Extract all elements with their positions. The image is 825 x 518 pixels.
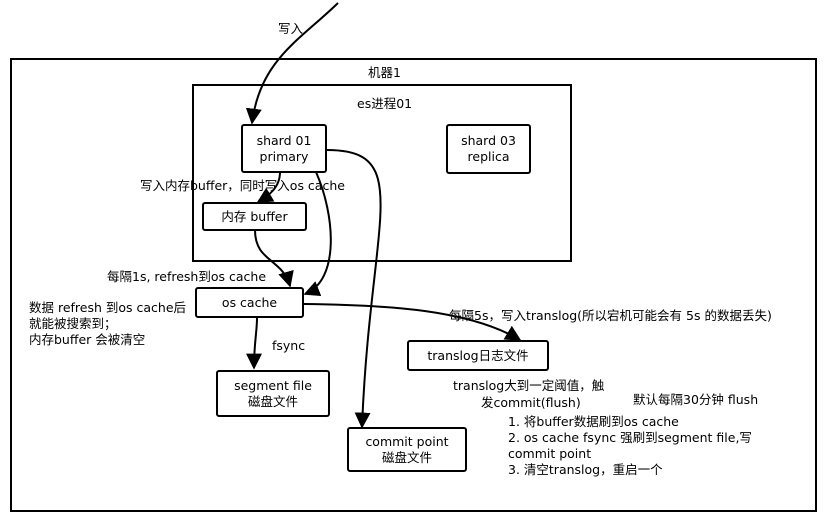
translog-threshold-line2: 发commit(flush) <box>481 395 581 410</box>
refresh-note-line3: 内存buffer 会被清空 <box>29 332 146 347</box>
write-in-arrow <box>245 2 339 125</box>
shard-to-buffer-arrow <box>256 171 281 203</box>
shard03-box: shard 03 replica <box>446 124 531 174</box>
shard-to-commit-arrow <box>326 149 382 429</box>
shard01-line2: primary <box>259 148 309 164</box>
process-label: es进程01 <box>357 96 413 111</box>
segment-line1: segment file <box>234 377 312 393</box>
shard03-line1: shard 03 <box>461 133 516 148</box>
oscache-label: os cache <box>221 294 278 310</box>
refresh-note-line1: 数据 refresh 到os cache后 <box>29 300 187 315</box>
commit-box: commit point 磁盘文件 <box>347 427 467 472</box>
shard01-box: shard 01 primary <box>241 124 327 173</box>
es-process-frame <box>192 84 572 262</box>
flush-30min-label: 默认每隔30分钟 flush <box>633 392 759 407</box>
shard01-line1: shard 01 <box>256 132 312 148</box>
commit-step-1: 1. 将buffer数据刷到os cache <box>508 414 679 429</box>
translog-5s-label: 每隔5s，写入translog(所以宕机可能会有 5s 的数据丢失) <box>449 308 772 323</box>
refresh-1s-label: 每隔1s, refresh到os cache <box>107 269 267 284</box>
commit-step-2-cont: commit point <box>508 446 592 461</box>
write-buffer-label: 写入内存buffer，同时写入os cache <box>140 178 345 193</box>
commit-step-2: 2. os cache fsync 强刷到segment file,写 <box>508 430 752 445</box>
commit-line1: commit point <box>365 433 449 449</box>
write-in-label: 写入 <box>278 21 304 36</box>
buffer-box: 内存 buffer <box>202 202 307 231</box>
oscache-to-segment-arrow <box>246 317 263 370</box>
commit-step-3: 3. 清空translog，重启一个 <box>508 462 663 477</box>
shard-to-oscache-arrow <box>303 171 332 297</box>
segment-box: segment file 磁盘文件 <box>216 370 330 417</box>
oscache-box: os cache <box>195 287 304 318</box>
buffer-label: 内存 buffer <box>221 208 288 224</box>
translog-threshold-line1: translog大到一定阈值，触 <box>453 378 605 393</box>
buffer-to-oscache-arrow <box>254 229 294 288</box>
segment-line2: 磁盘文件 <box>247 393 298 409</box>
fsync-label: fsync <box>272 338 306 353</box>
oscache-to-translog-arrow <box>303 303 522 341</box>
translog-label: translog日志文件 <box>427 347 529 363</box>
shard03-line2: replica <box>467 149 510 164</box>
commit-line2: 磁盘文件 <box>381 449 432 465</box>
translog-box: translog日志文件 <box>407 340 549 371</box>
machine-label: 机器1 <box>368 65 401 80</box>
refresh-note-line2: 就能被搜索到； <box>29 316 117 331</box>
machine-frame <box>10 58 817 512</box>
